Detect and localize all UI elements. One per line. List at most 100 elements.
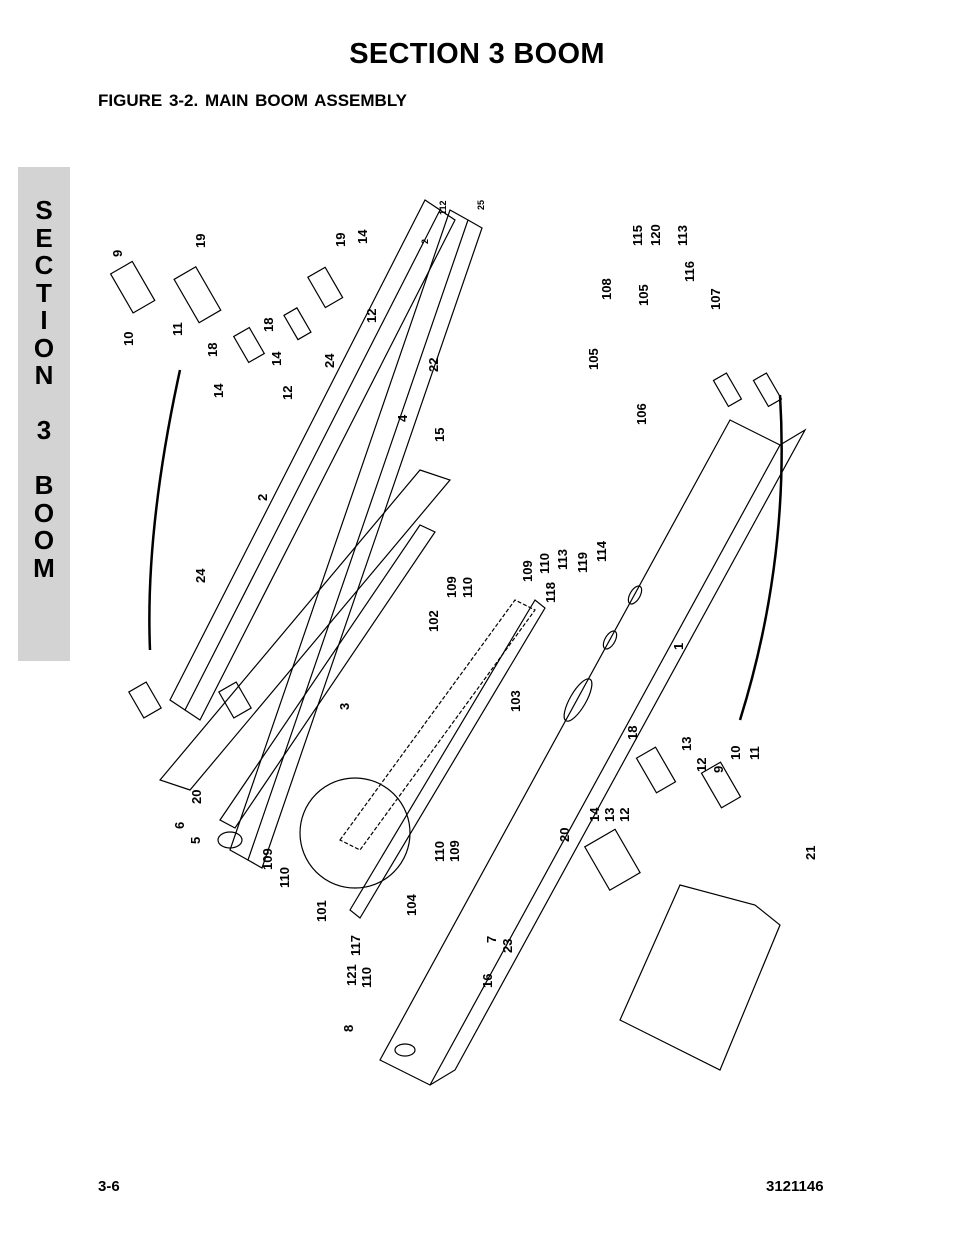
side-tab-letter: N (34, 360, 54, 390)
side-tab-letter (18, 445, 70, 473)
callout-19: 19 (333, 233, 348, 247)
boom-diagram-svg: 9 19 10 11 18 18 14 12 14 12 19 14 24 2 … (109, 199, 818, 1086)
side-tab-letter: O (33, 332, 55, 363)
callout-12: 12 (617, 808, 632, 822)
side-tab-letter: C (34, 250, 54, 280)
callout-10: 10 (121, 332, 136, 346)
callout-12: 12 (694, 758, 709, 772)
callout-19: 19 (193, 234, 208, 248)
figure-title: FIGURE 3-2. MAIN BOOM ASSEMBLY (98, 91, 407, 110)
callout-110: 110 (537, 553, 552, 574)
wear-pad-group (109, 260, 156, 314)
boom-slot (563, 678, 593, 722)
boom-slot (627, 585, 643, 605)
callout-18: 18 (261, 318, 276, 332)
callout-110: 110 (460, 577, 475, 598)
callout-18: 18 (205, 343, 220, 357)
callout-12: 12 (364, 309, 379, 323)
callout-14: 14 (587, 807, 602, 822)
wear-pad-group (283, 307, 312, 341)
wear-pad-group (128, 681, 162, 719)
callout-109: 109 (447, 840, 462, 862)
section-side-tab: S E C T I O N 3 B O O M (18, 167, 70, 661)
callout-103: 103 (508, 690, 523, 712)
callout-20: 20 (557, 828, 572, 842)
callout-25: 25 (476, 200, 486, 210)
callout-108: 108 (599, 278, 614, 300)
side-tab-letter: M (33, 552, 55, 583)
wear-pad-group (635, 746, 677, 794)
document-number: 3121146 (766, 1178, 824, 1195)
callout-102: 102 (426, 610, 441, 632)
boom-slot (602, 630, 618, 650)
callout-109: 109 (520, 560, 535, 582)
callout-113: 113 (675, 225, 690, 246)
callout-8: 8 (341, 1025, 356, 1032)
callout-110: 110 (277, 867, 292, 888)
callout-120: 120 (648, 224, 663, 246)
lift-cylinder-3 (158, 469, 452, 791)
detail-circle-101 (299, 777, 411, 889)
callout-24: 24 (193, 568, 208, 583)
callout-5: 5 (188, 837, 203, 844)
callout-4: 4 (395, 414, 410, 422)
assembly-arrow-left (148, 369, 182, 651)
callout-105: 105 (586, 348, 601, 370)
powertrack-102 (339, 599, 536, 851)
side-tab-letters: S E C T I O N 3 B O O M (18, 195, 70, 583)
callout-15: 15 (432, 428, 447, 442)
callout-13: 13 (602, 808, 617, 822)
callout-106: 106 (634, 403, 649, 425)
callout-114: 114 (594, 540, 609, 562)
callout-110: 110 (359, 967, 374, 988)
callout-101: 101 (314, 900, 329, 922)
callout-117: 117 (348, 935, 363, 956)
callout-3: 3 (337, 703, 352, 710)
callout-9: 9 (110, 250, 125, 257)
callout-11: 11 (170, 322, 185, 336)
page-number: 3-6 (98, 1178, 120, 1195)
callout-9: 9 (711, 766, 726, 773)
callout-14: 14 (355, 229, 370, 244)
callout-21: 21 (803, 846, 818, 860)
callout-14: 14 (269, 351, 284, 366)
wear-pad-group (583, 828, 641, 891)
callout-20: 20 (189, 790, 204, 804)
wear-pad-group (218, 681, 252, 719)
callout-12: 12 (280, 386, 295, 400)
pivot-pin-8 (394, 1043, 416, 1057)
side-tab-letter: O (33, 525, 55, 555)
callout-116: 116 (682, 261, 697, 282)
wear-pad-group (712, 372, 743, 408)
wear-pad-group (700, 761, 742, 809)
cable-tray-103 (349, 599, 546, 919)
callout-24: 24 (322, 353, 337, 368)
assembly-arrow-right (738, 394, 783, 721)
callout-109: 109 (444, 576, 459, 598)
side-tab-letter: E (35, 222, 53, 253)
callout-13: 13 (679, 737, 694, 751)
wear-pad-group (232, 326, 266, 364)
callout-22: 22 (426, 358, 441, 372)
callout-23: 23 (500, 939, 515, 953)
wear-pad-group (307, 266, 344, 309)
side-tab-letter: T (36, 277, 52, 308)
callout-2: 2 (255, 494, 270, 501)
callout-11: 11 (747, 746, 762, 760)
side-tab-letter: I (40, 305, 48, 335)
base-boom-section-1 (379, 419, 781, 1086)
callout-16: 16 (480, 974, 495, 988)
wear-pad-group (173, 266, 222, 324)
side-tab-letter: S (35, 195, 53, 225)
callout-14: 14 (211, 383, 226, 398)
callout-6: 6 (172, 822, 187, 829)
callout-7: 7 (484, 936, 499, 943)
wear-pad-group (752, 372, 783, 408)
callout-110: 110 (432, 841, 447, 862)
callout-118: 118 (543, 582, 558, 603)
callout-115: 115 (630, 225, 645, 246)
callout-112: 112 (438, 200, 448, 215)
callout-104: 104 (404, 894, 419, 916)
callout-18: 18 (625, 726, 640, 740)
boom-assembly-diagram: 9 19 10 11 18 18 14 12 14 12 19 14 24 2 … (90, 180, 850, 1090)
